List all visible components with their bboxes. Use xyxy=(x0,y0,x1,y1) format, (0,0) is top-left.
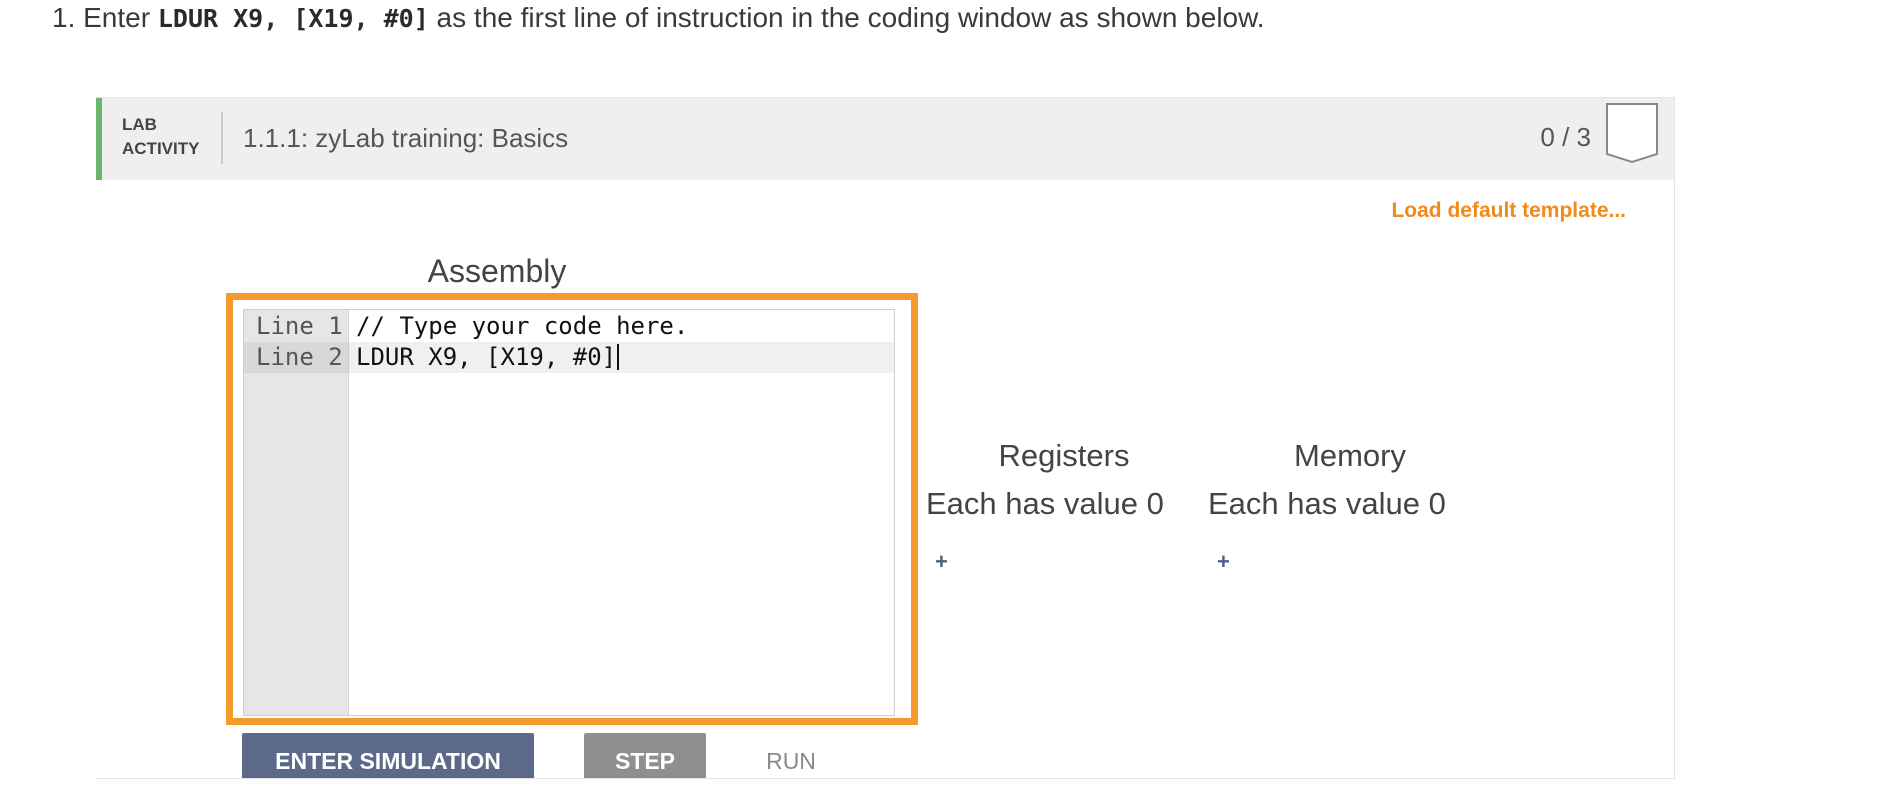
memory-title: Memory xyxy=(1294,438,1406,473)
registers-title: Registers xyxy=(998,438,1130,473)
instruction-suffix: as the first line of instruction in the … xyxy=(428,2,1265,33)
assembly-title: Assembly xyxy=(427,253,567,289)
line-number: Line 1 xyxy=(256,312,343,340)
lab-tag-line2: ACTIVITY xyxy=(122,139,200,158)
step-button[interactable]: STEP xyxy=(584,733,706,778)
run-button[interactable]: RUN xyxy=(766,748,816,774)
instruction-code: LDUR X9, [X19, #0] xyxy=(157,4,429,33)
code-line-2[interactable]: Line 2 LDUR X9, [X19, #0] xyxy=(244,342,894,373)
enter-simulation-button[interactable]: ENTER SIMULATION xyxy=(242,733,534,778)
line-number-gutter xyxy=(244,310,349,715)
header-divider xyxy=(221,112,223,164)
instruction-text: 1. Enter LDUR X9, [X19, #0] as the first… xyxy=(52,2,1265,34)
lab-activity-card: LAB ACTIVITY 1.1.1: zyLab training: Basi… xyxy=(96,97,1675,779)
code-editor[interactable]: Line 1 // Type your code here. Line 2 LD… xyxy=(243,309,895,716)
line-code[interactable]: // Type your code here. xyxy=(356,312,689,340)
score-indicator: 0 / 3 xyxy=(1540,122,1591,152)
code-line-1[interactable]: Line 1 // Type your code here. xyxy=(244,311,894,342)
instruction-prefix: 1. Enter xyxy=(52,2,158,33)
registers-subtitle: Each has value 0 xyxy=(926,486,1164,521)
line-code[interactable]: LDUR X9, [X19, #0] xyxy=(356,343,617,371)
activity-header: LAB ACTIVITY 1.1.1: zyLab training: Basi… xyxy=(96,98,1674,180)
memory-subtitle: Each has value 0 xyxy=(1208,486,1446,521)
line-code-with-cursor[interactable]: LDUR X9, [X19, #0] xyxy=(356,342,620,373)
activity-title: 1.1.1: zyLab training: Basics xyxy=(243,123,569,153)
line-number: Line 2 xyxy=(256,343,343,371)
editor-highlight-frame xyxy=(226,293,918,725)
load-default-template-link[interactable]: Load default template... xyxy=(1391,199,1626,222)
text-cursor xyxy=(617,344,620,370)
lab-tag-line1: LAB xyxy=(122,115,157,134)
add-register-button[interactable]: + xyxy=(935,549,948,574)
add-memory-button[interactable]: + xyxy=(1217,549,1230,574)
completion-badge-icon xyxy=(1606,103,1658,164)
lab-activity-tag: LAB ACTIVITY xyxy=(122,113,199,161)
